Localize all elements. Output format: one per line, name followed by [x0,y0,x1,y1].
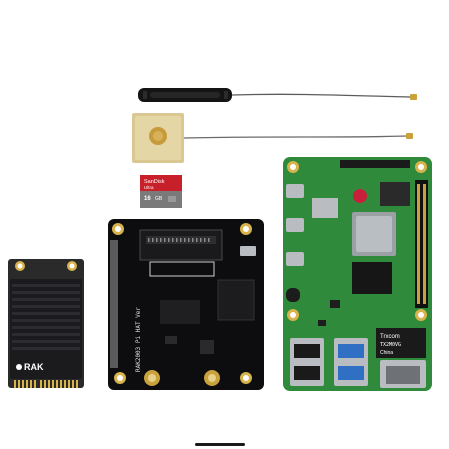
usb3-ports [334,338,368,386]
heatsink-fins [12,284,80,350]
rak2003-pi-hat: RAK2003 Pi HAT Ver [108,219,264,390]
sd-line: Ultra [144,185,154,190]
gallery-indicator [195,443,245,446]
rak-mpcie-module: RAK [8,259,84,388]
gpio-pins [417,184,426,304]
pi-chip-text-3: China [380,350,393,356]
raspberry-pi-board: Trxcom TX2M0VG China [283,157,432,391]
microsd-card: SanDisk Ultra 16 GB [140,175,182,208]
sd-card-top [140,175,182,191]
sd-brand: SanDisk [144,179,165,185]
rak-logo: RAK [24,362,44,372]
lte-antenna [138,88,417,102]
usb2-ports [290,338,324,386]
pi-chip-text-2: TX2M0VG [380,342,401,348]
hat-silkscreen: RAK2003 Pi HAT Ver [135,307,142,372]
pi-chip-text-1: Trxcom [380,334,400,340]
gps-antenna [132,113,413,163]
edge-connector [14,380,78,388]
gpio-header-holes [110,240,118,368]
sd-capacity: 16 [144,196,151,202]
sd-unit: GB [155,196,163,202]
